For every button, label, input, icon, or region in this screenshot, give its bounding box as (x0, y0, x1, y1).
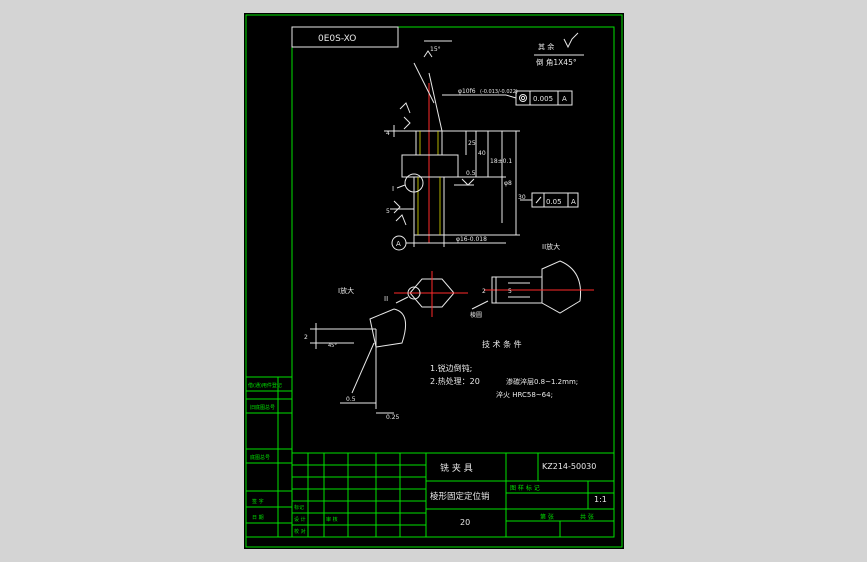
tech-line2b: 渗碳淬层0.8~1.2mm; (506, 377, 578, 386)
gdt-top-datum: A (562, 95, 567, 103)
detail-dim-05: 0.5 (346, 396, 356, 403)
section-label-II: II (384, 295, 388, 303)
strip-label5: 日 期 (252, 515, 264, 521)
runout-icon (535, 196, 542, 204)
detail-angle: 45° (328, 343, 337, 349)
dim-right-e: 30 (518, 194, 526, 201)
gdt-top-value: 0.005 (533, 95, 553, 103)
dim-right-d: φ8 (504, 180, 512, 187)
dim-half: 0.5 (466, 170, 476, 177)
dim-right-a: 25 (468, 140, 476, 147)
strip-label2: 旧底图总号 (250, 404, 275, 411)
inner-frame (291, 26, 615, 538)
part-code: KZ214-50030 (542, 462, 596, 471)
roughness-symbol-icon (563, 32, 579, 49)
drawing-sheet: 0E0S-XO 其 余 倒 角1X45° I 15° φ10f6 (-0.013… (244, 13, 624, 549)
view-I-label: I放大 (338, 286, 354, 295)
dim-left-small: 4 (386, 130, 390, 137)
pin-shank (413, 176, 445, 236)
detail-dim-025: 0.25 (386, 414, 400, 421)
label-stage: 图 样 标 记 (510, 484, 540, 492)
roughness-note: 其 余 (538, 42, 554, 51)
outer-frame (245, 14, 623, 548)
drawing-canvas: 0E0S-XO 其 余 倒 角1X45° I 15° φ10f6 (-0.013… (245, 14, 623, 548)
tech-line2a: 2.热处理：20 (430, 376, 480, 386)
section-circle-I (404, 173, 424, 193)
chamfer-note: 倒 角1X45° (536, 57, 577, 67)
rev-row-1: 设 计 (294, 516, 306, 523)
gdt-mid-value: 0.05 (546, 198, 562, 206)
dim-fit-top: φ10f6 (458, 88, 476, 95)
dim-left-mid: 5 (386, 208, 390, 215)
strip-label3: 底图总号 (250, 454, 270, 461)
dim-fit-top-tol: (-0.013/-0.022) (480, 89, 518, 95)
view-II-label: II放大 (542, 242, 560, 251)
material: 20 (460, 518, 470, 527)
title-block (291, 452, 615, 538)
scale-value: 1:1 (594, 495, 607, 504)
dim-view2-b: 5 (508, 288, 512, 295)
section-label-I: I (392, 185, 394, 193)
dim-right-c: 18±0.1 (490, 158, 512, 165)
datum-label: A (396, 240, 401, 248)
product-name: 铣 夹 具 (440, 462, 473, 474)
rev-row-0: 标记 (294, 504, 304, 511)
dim-diam-bottom: φ16-0.018 (456, 236, 487, 243)
angle-label: 15° (430, 46, 441, 53)
rev-row-3: 审 核 (326, 516, 338, 523)
detail-profile (369, 308, 407, 348)
tech-line3: 淬火 HRC58~64; (496, 390, 553, 399)
gdt-mid-datum: A (571, 198, 576, 206)
view-bottom-label: 棱圆 (470, 311, 482, 319)
pin-collar (401, 154, 459, 178)
label-total: 共 张 (580, 513, 594, 521)
tech-line1: 1.锐边倒钝; (430, 363, 472, 373)
rev-row-2: 校 对 (294, 528, 306, 535)
detail-dim-2: 2 (304, 334, 308, 341)
strip-label1: 借(通)用件登记 (248, 382, 282, 389)
tech-heading: 技 术 条 件 (482, 339, 522, 349)
code-box (291, 26, 399, 48)
view2-profile (541, 260, 582, 314)
dim-right-b: 40 (478, 150, 486, 157)
dim-view2-a: 2 (482, 288, 486, 295)
strip-label4: 签 字 (252, 498, 264, 505)
concentricity-icon (519, 94, 527, 102)
mirrored-code: 0E0S-XO (318, 34, 356, 44)
label-sheet: 第 张 (540, 513, 554, 521)
part-name: 棱形固定定位销 (430, 491, 490, 502)
